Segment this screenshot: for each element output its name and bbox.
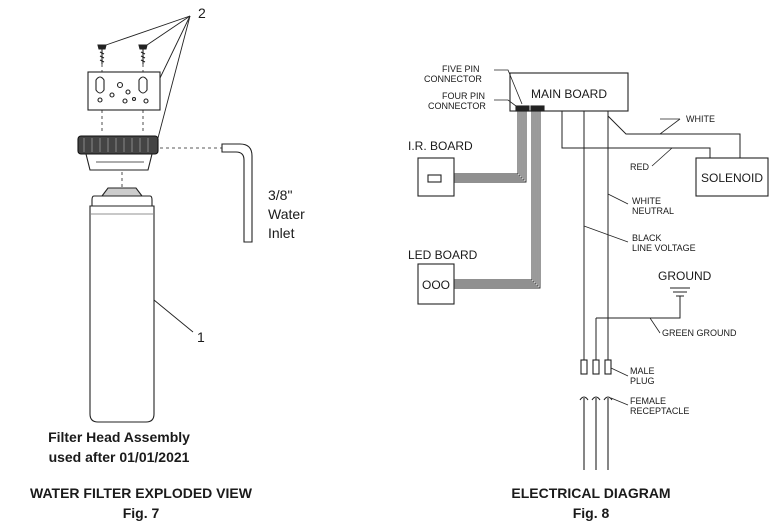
fig8-label: Fig. 8 bbox=[573, 505, 610, 521]
green-ground-label: GREEN GROUND bbox=[662, 328, 737, 338]
white-neutral-label-2: NEUTRAL bbox=[632, 206, 674, 216]
main-board-label: MAIN BOARD bbox=[531, 87, 607, 101]
four-pin-label-1: FOUR PIN bbox=[442, 91, 485, 101]
male-plug-label-2: PLUG bbox=[630, 376, 655, 386]
callout-2: 2 bbox=[198, 5, 206, 21]
white-neutral-label-1: WHITE bbox=[632, 196, 661, 206]
inlet-inlet-label: Inlet bbox=[268, 225, 295, 241]
four-pin-label-2: CONNECTOR bbox=[428, 101, 486, 111]
fig7-label: Fig. 7 bbox=[123, 505, 160, 521]
ground-symbol bbox=[670, 287, 690, 297]
solenoid-wires bbox=[561, 111, 741, 158]
female-receptacle-label-1: FEMALE bbox=[630, 396, 666, 406]
screws bbox=[97, 44, 148, 64]
five-pin-label-2: CONNECTOR bbox=[424, 74, 482, 84]
led-wire-bundle bbox=[454, 110, 541, 289]
filter-caption-line2: used after 01/01/2021 bbox=[49, 449, 190, 465]
connector-leaders bbox=[494, 69, 523, 107]
black-line-label-2: LINE VOLTAGE bbox=[632, 243, 696, 253]
male-plug-label-1: MALE bbox=[630, 366, 655, 376]
filter-cartridge bbox=[89, 187, 155, 423]
power-wires bbox=[583, 111, 681, 360]
alignment-lines bbox=[101, 64, 222, 188]
callout-1: 1 bbox=[197, 329, 205, 345]
led-board-label: LED BOARD bbox=[408, 248, 478, 262]
five-pin-label-1: FIVE PIN bbox=[442, 64, 480, 74]
black-line-label-1: BLACK bbox=[632, 233, 662, 243]
solenoid-box bbox=[695, 157, 769, 197]
female-receptacle bbox=[579, 396, 613, 470]
inlet-water-label: Water bbox=[268, 206, 305, 222]
led-symbol: OOO bbox=[422, 278, 450, 292]
male-plug bbox=[580, 359, 612, 375]
filter-head bbox=[77, 135, 159, 171]
main-board-box bbox=[509, 72, 629, 112]
exploded-view-title: WATER FILTER EXPLODED VIEW bbox=[30, 485, 253, 501]
mounting-bracket bbox=[87, 71, 161, 111]
label-leaders bbox=[583, 118, 681, 406]
electrical-diagram-title: ELECTRICAL DIAGRAM bbox=[511, 485, 670, 501]
ir-sensor-symbol bbox=[427, 174, 442, 183]
water-inlet-tube bbox=[221, 143, 253, 243]
ir-board-label: I.R. BOARD bbox=[408, 139, 473, 153]
filter-caption-line1: Filter Head Assembly bbox=[48, 429, 190, 445]
inlet-size-label: 3/8" bbox=[268, 187, 292, 203]
solenoid-label: SOLENOID bbox=[701, 171, 763, 185]
white-wire-label: WHITE bbox=[686, 114, 715, 124]
red-wire-label: RED bbox=[630, 162, 650, 172]
ir-wire-bundle bbox=[454, 110, 527, 183]
ground-label: GROUND bbox=[658, 269, 712, 283]
female-receptacle-label-2: RECEPTACLE bbox=[630, 406, 689, 416]
ir-board-box bbox=[417, 157, 455, 197]
callout-leaders bbox=[105, 15, 194, 333]
